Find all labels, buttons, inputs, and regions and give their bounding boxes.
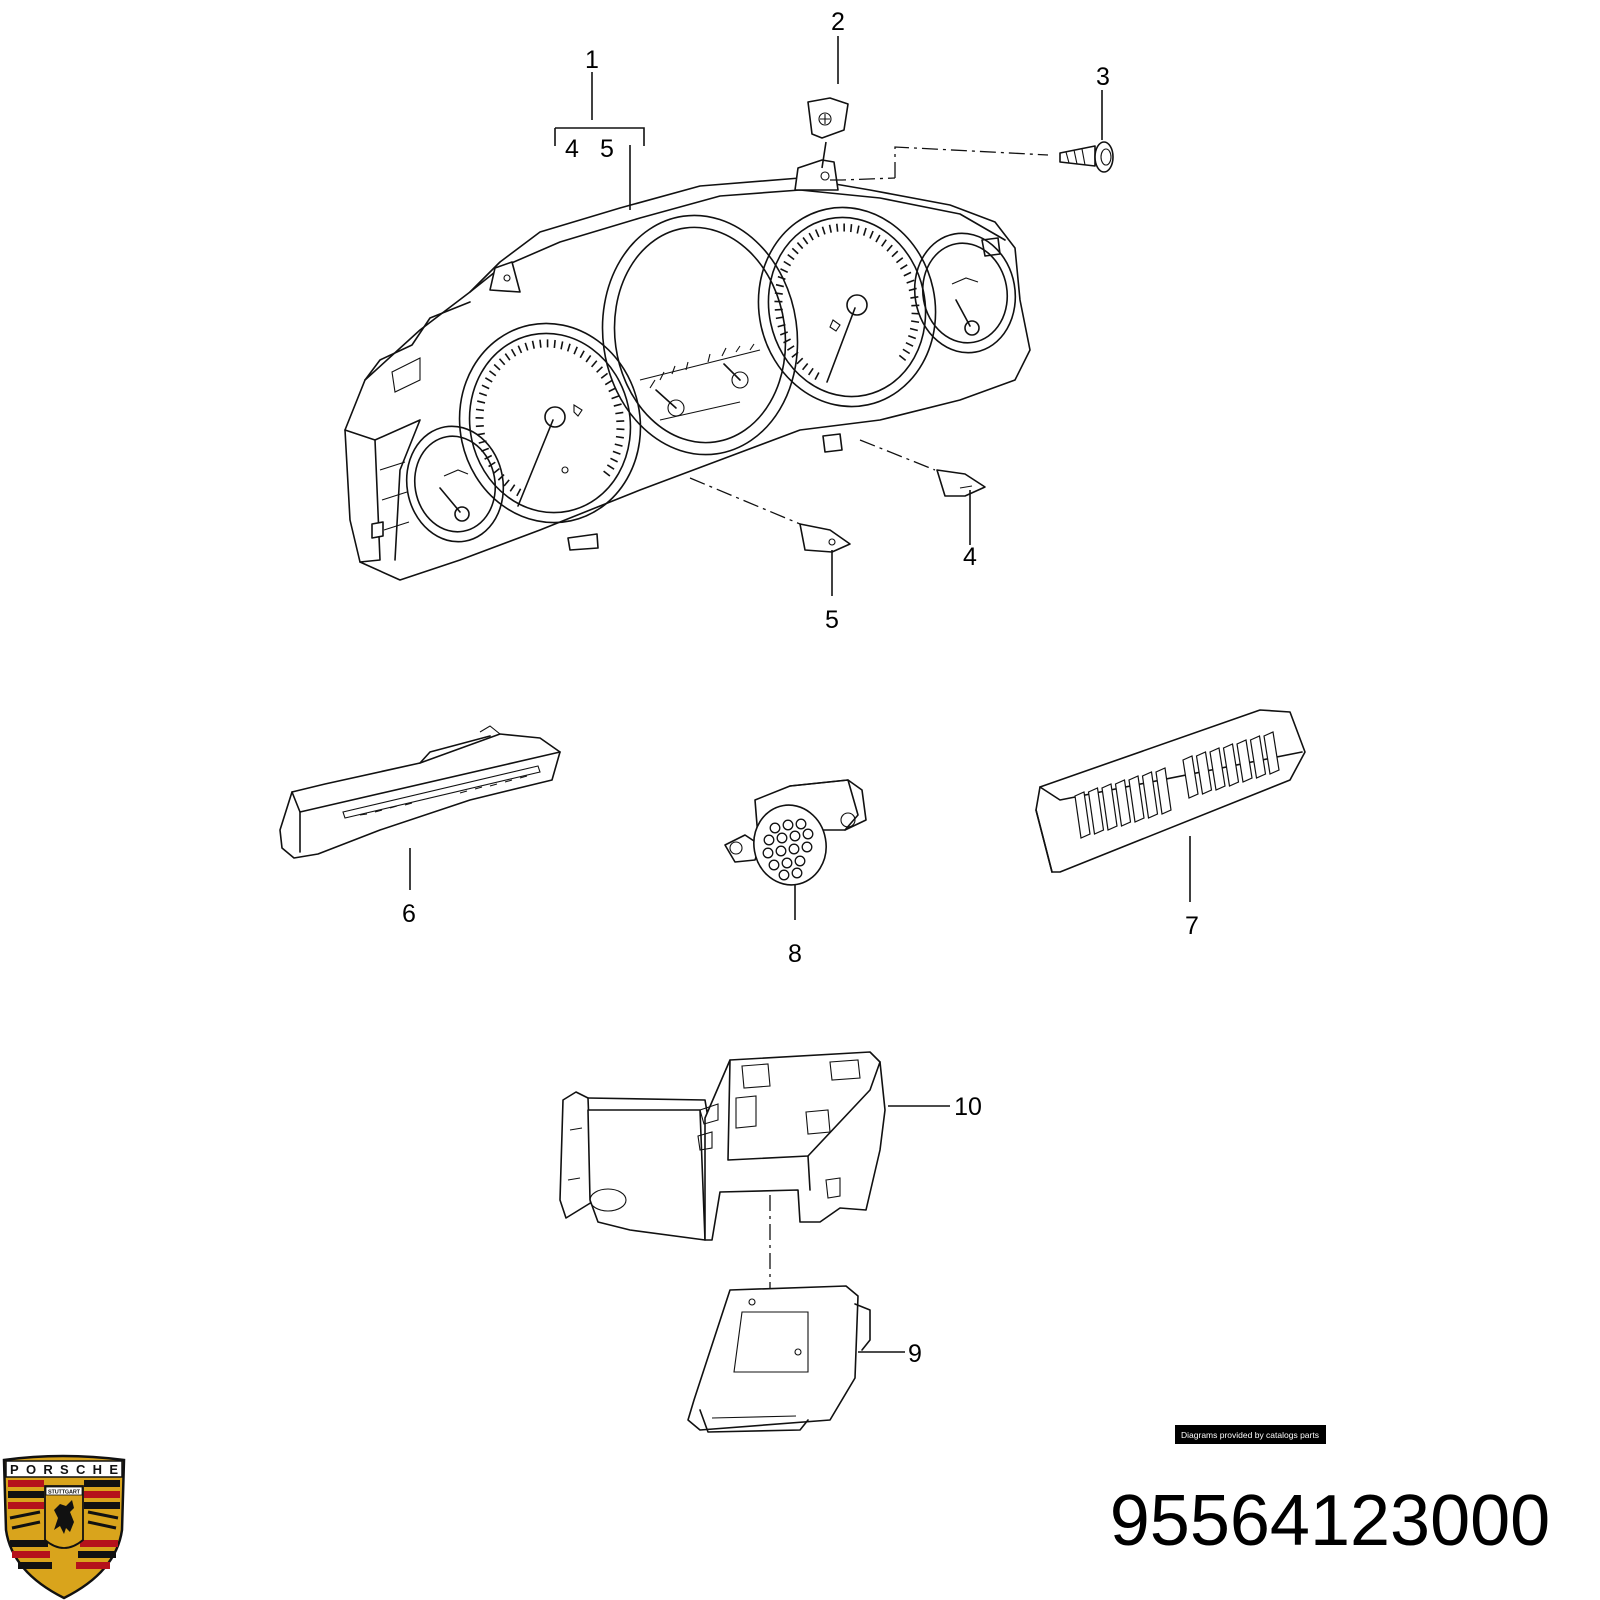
callout-2: 2 xyxy=(831,8,845,36)
part-number: 95564123000 xyxy=(1110,1481,1550,1561)
callout-8: 8 xyxy=(788,940,802,968)
bracket-label-4: 4 xyxy=(565,135,579,163)
callout-7: 7 xyxy=(1185,912,1199,940)
switch-panel xyxy=(1035,709,1306,873)
porsche-crest-logo: PORSCHE STUTTGART xyxy=(2,1454,126,1600)
callout-9: 9 xyxy=(908,1340,922,1368)
control-module xyxy=(687,1285,871,1433)
pad-5 xyxy=(799,523,851,553)
callout-4: 4 xyxy=(963,543,977,571)
retaining-clip xyxy=(807,97,849,139)
bracket-label-5: 5 xyxy=(600,135,614,163)
pad-4 xyxy=(936,469,986,497)
instrument-cluster xyxy=(344,159,1031,581)
screw xyxy=(1059,141,1114,173)
credit-badge xyxy=(1175,1425,1326,1444)
credit-text: Diagrams provided by catalogs parts xyxy=(1181,1430,1319,1440)
crest-city-text: STUTTGART xyxy=(48,1490,81,1496)
callout-6: 6 xyxy=(402,900,416,928)
callout-5: 5 xyxy=(825,606,839,634)
callout-3: 3 xyxy=(1096,63,1110,91)
buzzer xyxy=(724,779,867,886)
callout-1: 1 xyxy=(585,46,599,74)
callout-10: 10 xyxy=(954,1093,982,1121)
indicator-strip xyxy=(279,725,561,859)
mounting-bracket xyxy=(559,1051,886,1241)
